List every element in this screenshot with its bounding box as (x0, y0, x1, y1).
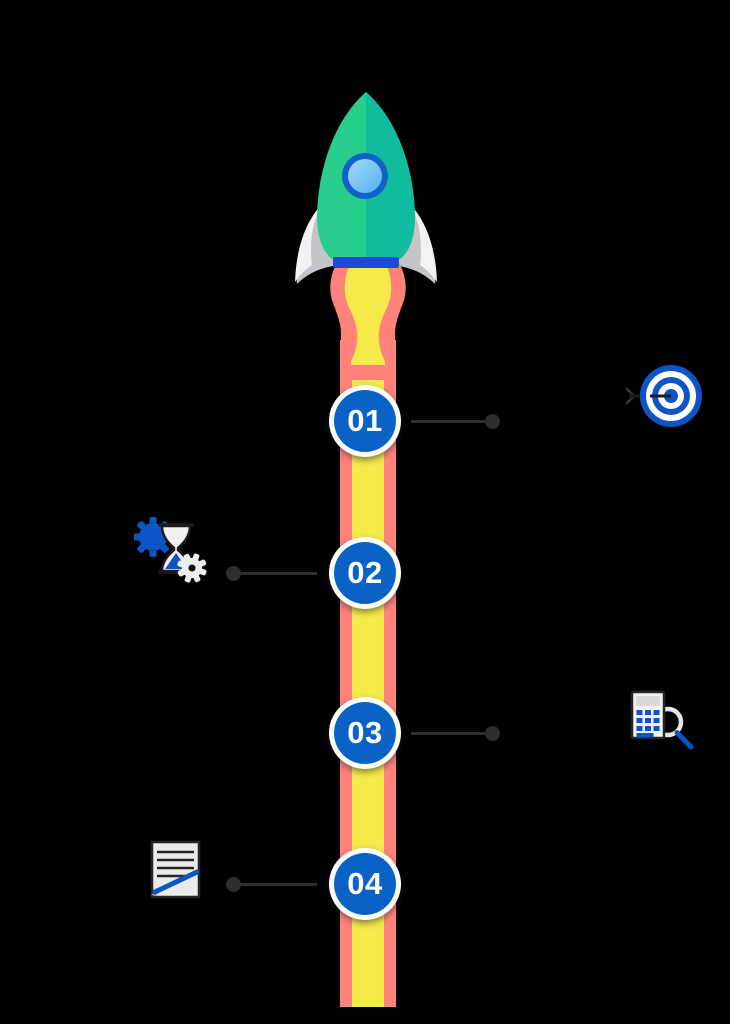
connector-line-step-3 (411, 731, 489, 735)
gears-hourglass-icon (134, 517, 207, 583)
connector-dot-step-2 (225, 565, 241, 581)
rocket-window-icon (342, 153, 388, 199)
connector-dot-step-1 (484, 413, 500, 429)
building-magnifier-icon (630, 690, 694, 750)
connector-dot-step-4 (225, 876, 241, 892)
timeline-node-1: 01 (329, 385, 401, 457)
connector-line-step-2 (240, 571, 317, 575)
step-number: 03 (334, 702, 396, 764)
timeline-node-2: 02 (329, 537, 401, 609)
timeline-node-3: 03 (329, 697, 401, 769)
rocket-flame-inner (344, 264, 392, 365)
connector-dot-step-3 (484, 725, 500, 741)
step-number: 02 (334, 542, 396, 604)
step-number: 01 (334, 390, 396, 452)
document-pen-icon (150, 840, 201, 899)
step-number: 04 (334, 853, 396, 915)
timeline-node-4: 04 (329, 848, 401, 920)
target-bullseye-icon (625, 365, 702, 427)
connector-line-step-1 (411, 419, 489, 423)
connector-line-step-4 (240, 882, 317, 886)
rocket-band (333, 257, 399, 268)
rocket-icon (295, 92, 437, 365)
